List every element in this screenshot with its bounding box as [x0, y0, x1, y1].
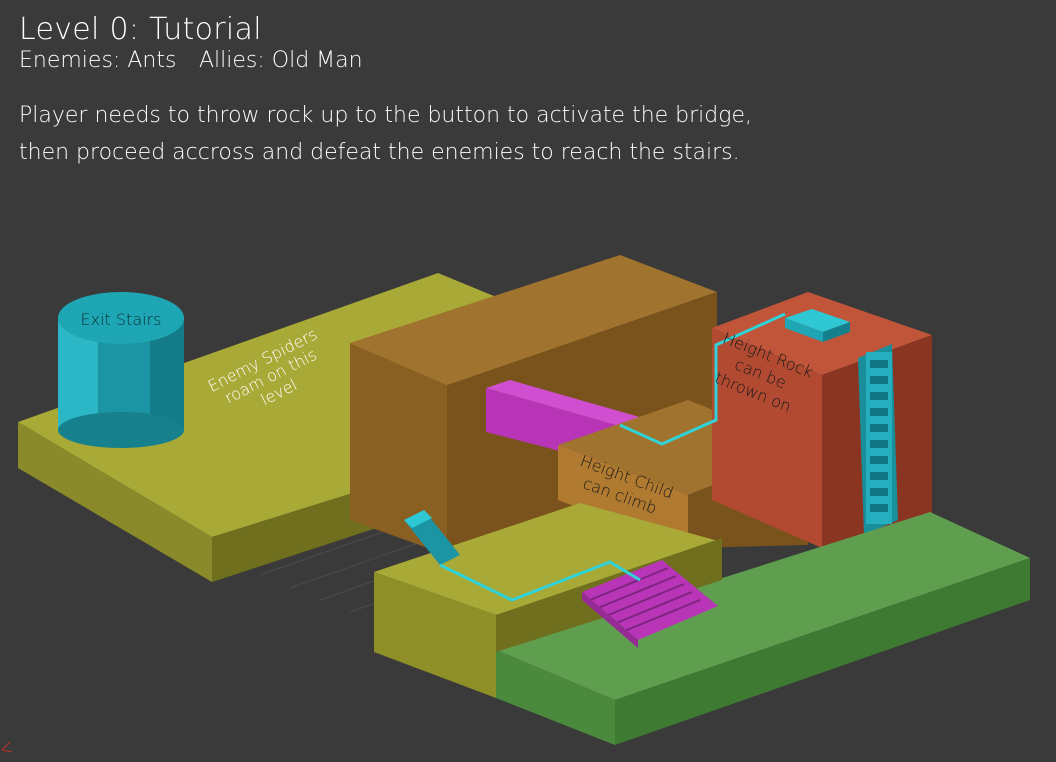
description-line-1: Player needs to throw rock up to the but… [19, 103, 752, 128]
axis-marker-icon [1, 741, 13, 753]
path-lines [439, 312, 786, 602]
exit-stairs-cylinder [58, 292, 184, 448]
magenta-stairs [582, 560, 718, 648]
ladder [858, 344, 898, 535]
rock-lever [404, 510, 460, 565]
rock-button [785, 309, 850, 342]
green-platform [496, 512, 1030, 745]
enemies-info: Enemies: Ants [19, 48, 177, 73]
exit-stairs-label: Exit Stairs [81, 310, 162, 329]
level-title: Level 0: Tutorial [19, 12, 262, 47]
allies-info: Allies: Old Man [199, 48, 363, 73]
description-line-2: then proceed accross and defeat the enem… [19, 140, 740, 165]
